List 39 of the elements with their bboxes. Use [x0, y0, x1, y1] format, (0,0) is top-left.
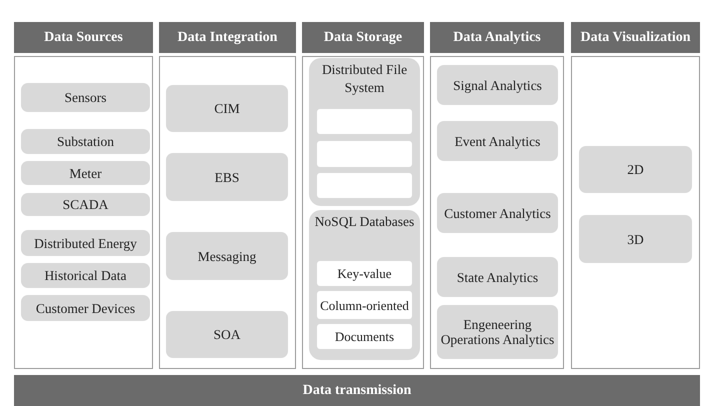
group-heading: NoSQL Databases [314, 213, 416, 231]
component-box: 3D [579, 215, 692, 263]
empty-box [317, 173, 412, 198]
component-box: Signal Analytics [437, 65, 558, 105]
component-box: Event Analytics [437, 121, 558, 161]
component-box: Customer Devices [21, 295, 150, 321]
column-panel [571, 22, 700, 369]
empty-box [317, 109, 412, 134]
group-panel [309, 58, 420, 206]
group-panel [309, 210, 420, 360]
column-heading: Data Storage [302, 22, 424, 53]
column-heading: Data Sources [14, 22, 153, 53]
component-box: State Analytics [437, 257, 558, 297]
column-heading: Data Analytics [430, 22, 564, 53]
component-box: Distributed Energy [21, 230, 150, 256]
component-box: EBS [166, 153, 288, 201]
component-box: Documents [317, 324, 412, 349]
column-panel [302, 22, 424, 369]
component-box: Key-value [317, 261, 412, 286]
component-box: Engeneering Operations Analytics [437, 305, 558, 359]
component-box: Meter [21, 161, 150, 185]
group-heading: Distributed File System [320, 61, 408, 97]
column-panel [14, 22, 153, 369]
component-box: CIM [166, 85, 288, 132]
component-box: Messaging [166, 232, 288, 280]
component-box: Substation [21, 129, 150, 154]
component-box: SCADA [21, 193, 150, 216]
component-box: Customer Analytics [437, 193, 558, 233]
column-panel [159, 22, 296, 369]
component-box: 2D [579, 146, 692, 193]
column-panel [430, 22, 564, 369]
column-heading: Data Integration [159, 22, 296, 53]
column-heading: Data Visualization [571, 22, 700, 53]
component-box: Historical Data [21, 263, 150, 288]
component-box: Sensors [21, 83, 150, 112]
empty-box [317, 141, 412, 167]
component-box: SOA [166, 311, 288, 358]
transmission-band: Data transmission [14, 375, 700, 406]
component-box: Column-oriented [317, 291, 412, 319]
